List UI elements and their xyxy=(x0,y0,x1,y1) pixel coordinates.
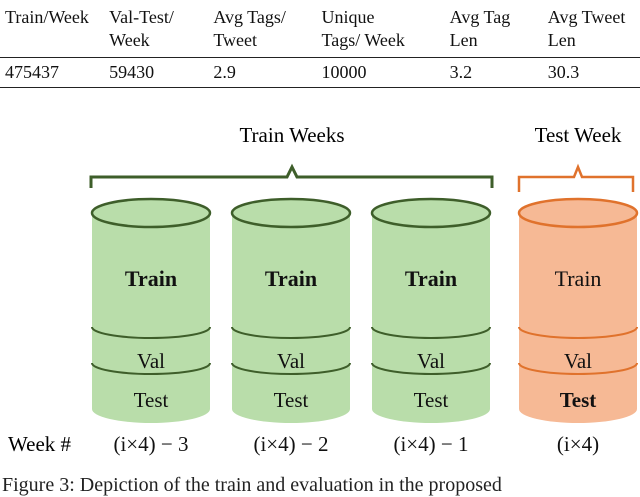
cylinder-band-line xyxy=(518,326,638,339)
segment-label-test: Test xyxy=(560,388,597,412)
cylinder-band-line xyxy=(518,362,638,375)
segment-label-val: Val xyxy=(564,349,592,373)
cell-unique-tags-week: 10000 xyxy=(321,62,367,82)
cylinder-band-line xyxy=(91,362,211,375)
segment-label-test: Test xyxy=(134,388,169,412)
table-header-row: Train/Week Val-Test/ Week Avg Tags/ Twee… xyxy=(0,0,640,58)
segment-label-test: Test xyxy=(274,388,309,412)
cell-avg-tags-tweet: 2.9 xyxy=(213,62,236,82)
header-avg-tag-len: Avg Tag Len xyxy=(449,7,511,50)
cell-avg-tag-len: 3.2 xyxy=(449,62,473,82)
week-prefix-label: Week # xyxy=(8,432,72,456)
stats-table: Train/Week Val-Test/ Week Avg Tags/ Twee… xyxy=(0,0,640,88)
cylinder-band-line xyxy=(91,326,211,339)
header-val-test-week: Val-Test/ Week xyxy=(109,7,174,50)
cylinder-top xyxy=(517,197,639,229)
header-avg-tags-tweet: Avg Tags/ Tweet xyxy=(213,7,286,50)
segment-label-train: Train xyxy=(125,266,177,291)
week-number-label: (i×4) − 1 xyxy=(393,432,468,456)
train-weeks-brace xyxy=(89,163,494,188)
cylinder-body xyxy=(92,213,210,423)
cylinder-top xyxy=(230,197,352,229)
cylinder-top xyxy=(90,197,212,229)
cylinder-band-line xyxy=(231,326,351,339)
train-weeks-label: Train Weeks xyxy=(239,123,344,147)
cylinder-band-line xyxy=(231,362,351,375)
segment-label-val: Val xyxy=(417,349,445,373)
header-unique-tags-week: Unique Tags/ Week xyxy=(321,7,405,50)
cylinder-body xyxy=(519,213,637,423)
segment-label-train: Train xyxy=(265,266,317,291)
header-avg-tweet-len: Avg Tweet Len xyxy=(547,7,626,50)
week-number-label: (i×4) − 3 xyxy=(113,432,188,456)
segment-label-test: Test xyxy=(414,388,449,412)
segment-label-train: Train xyxy=(405,266,457,291)
cylinder-top xyxy=(370,197,492,229)
table-row: 475437 59430 2.9 10000 3.2 30.3 xyxy=(0,58,640,88)
cell-train-week: 475437 xyxy=(5,62,59,82)
test-week-label: Test Week xyxy=(535,123,622,147)
week-number-label: (i×4) xyxy=(557,432,599,456)
cell-avg-tweet-len: 30.3 xyxy=(547,62,580,82)
cell-val-test-week: 59430 xyxy=(109,62,155,82)
cylinder-band-line xyxy=(371,362,491,375)
week-number-label: (i×4) − 2 xyxy=(253,432,328,456)
figure-caption: Figure 3: Depiction of the train and eva… xyxy=(2,474,502,496)
segment-label-val: Val xyxy=(277,349,305,373)
header-train-week: Train/Week xyxy=(5,7,89,27)
cylinder-band-line xyxy=(371,326,491,339)
test-week-brace xyxy=(517,163,635,192)
segment-label-train: Train xyxy=(555,266,602,291)
cylinder-body xyxy=(372,213,490,423)
segment-label-val: Val xyxy=(137,349,165,373)
cylinder-body xyxy=(232,213,350,423)
